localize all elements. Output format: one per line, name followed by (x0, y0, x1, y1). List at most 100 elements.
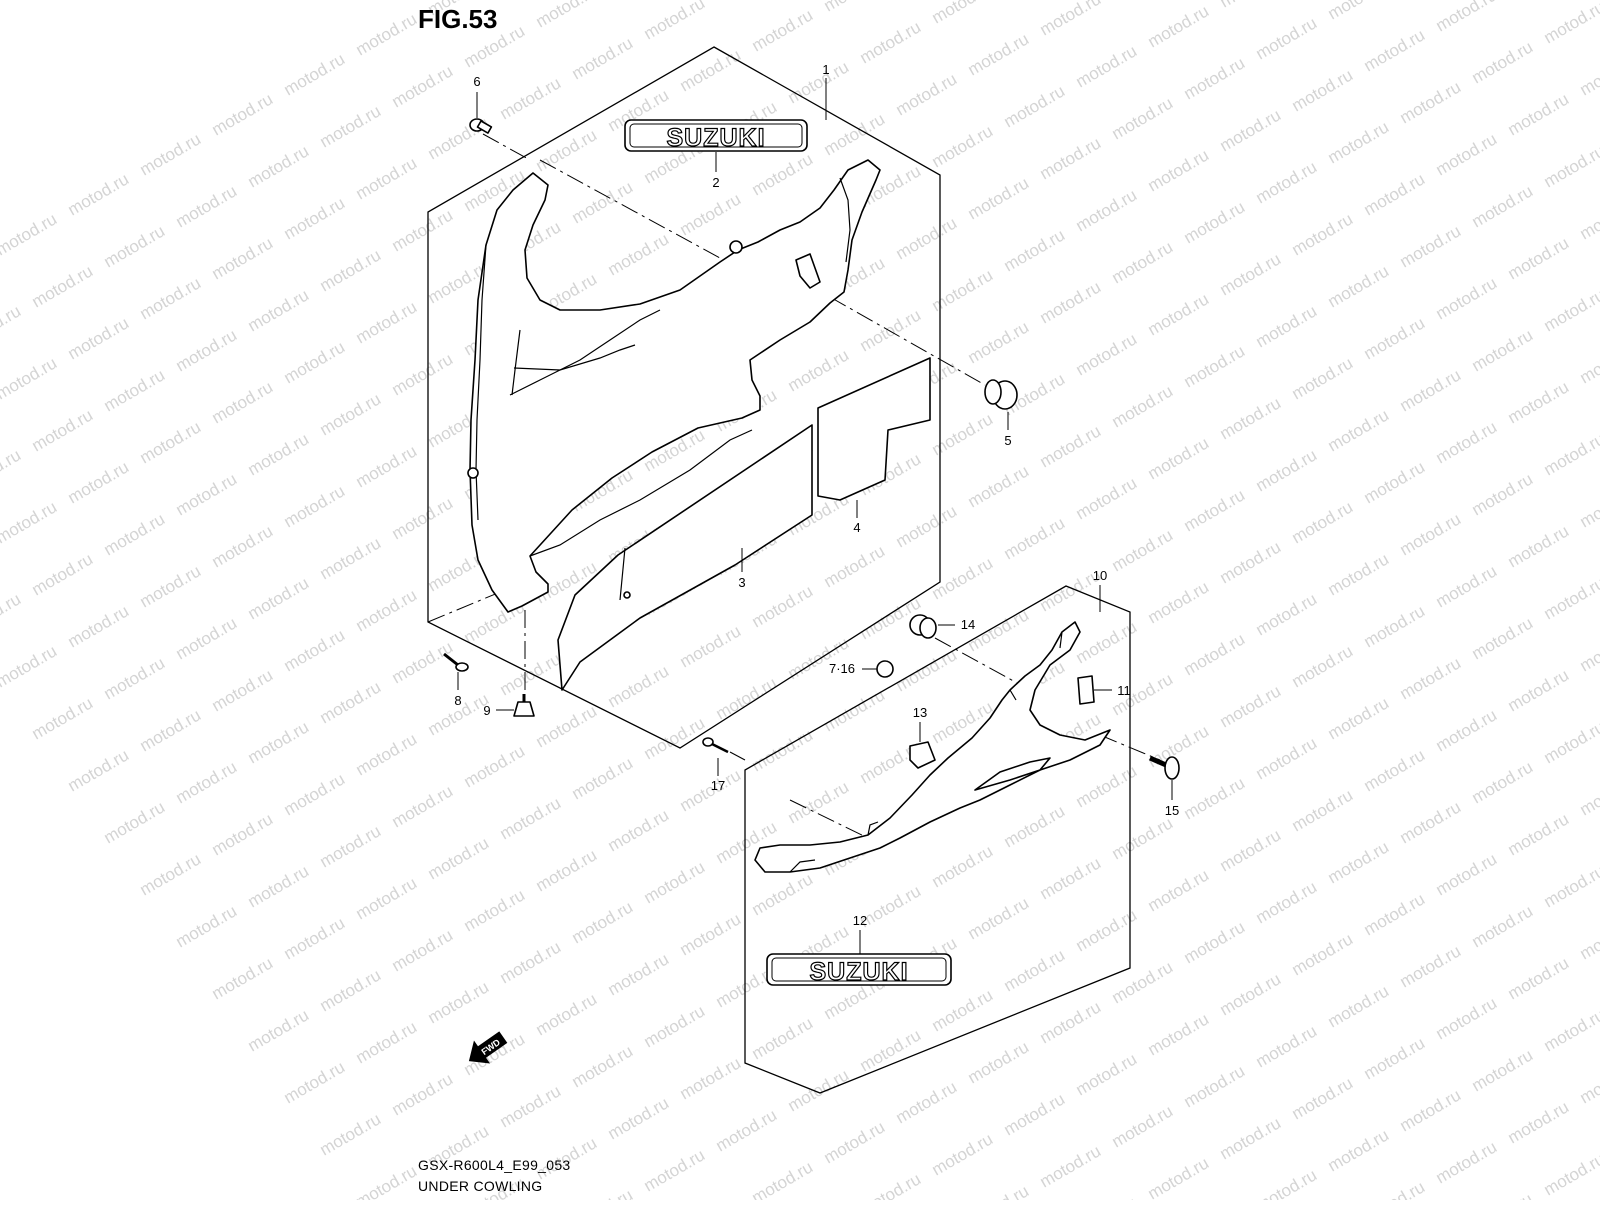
watermark-text: motod.ru (569, 1041, 637, 1091)
watermark-text: motod.ru (713, 1105, 781, 1155)
watermark-text: motod.ru (1433, 417, 1501, 467)
watermark-text: motod.ru (1181, 1061, 1249, 1111)
watermark-text: motod.ru (281, 193, 349, 243)
watermark-text: motod.ru (605, 229, 673, 279)
watermark-text: motod.ru (1361, 1177, 1429, 1200)
watermark-text: motod.ru (821, 685, 889, 735)
watermark-text: motod.ru (1253, 877, 1321, 927)
watermark-text: motod.ru (1253, 589, 1321, 639)
watermark-text: motod.ru (281, 913, 349, 963)
watermark-text: motod.ru (1253, 733, 1321, 783)
watermark-text: motod.ru (317, 245, 385, 295)
watermark-text: motod.ru (1181, 917, 1249, 967)
watermark-text: motod.ru (1361, 745, 1429, 795)
watermark-text: motod.ru (29, 549, 97, 599)
watermark-text: motod.ru (749, 1157, 817, 1200)
watermark-text: motod.ru (857, 17, 925, 67)
watermark-text: motod.ru (173, 757, 241, 807)
watermark-text: motod.ru (1253, 1021, 1321, 1071)
watermark-text: motod.ru (1073, 41, 1141, 91)
watermark-text: motod.ru (1469, 37, 1537, 87)
watermark-text: motod.ru (1397, 941, 1465, 991)
watermark-text: motod.ru (749, 149, 817, 199)
watermark-text: motod.ru (1433, 561, 1501, 611)
watermark-text: motod.ru (1289, 65, 1357, 115)
watermark-text: motod.ru (1577, 769, 1600, 819)
callout-13: 13 (913, 705, 927, 720)
watermark-text: motod.ru (965, 461, 1033, 511)
watermark-text: motod.ru (1541, 285, 1600, 335)
watermark-text: motod.ru (317, 101, 385, 151)
watermark-text: motod.ru (1073, 329, 1141, 379)
watermark-text: motod.ru (1505, 665, 1573, 715)
watermark-text: motod.ru (1469, 1189, 1537, 1200)
watermark-text: motod.ru (1433, 849, 1501, 899)
watermark-text: motod.ru (821, 541, 889, 591)
watermark-text: motod.ru (389, 205, 457, 255)
watermark-text: motod.ru (317, 533, 385, 583)
watermark-text: motod.ru (65, 169, 133, 219)
watermark-text: motod.ru (1217, 393, 1285, 443)
watermark-text: motod.ru (1325, 837, 1393, 887)
watermark-text: motod.ru (1109, 381, 1177, 431)
watermark-text: motod.ru (1073, 1193, 1141, 1200)
watermark-text: motod.ru (893, 1077, 961, 1127)
watermark-text: motod.ru (965, 893, 1033, 943)
watermark-text: motod.ru (1181, 341, 1249, 391)
watermark-text: motod.ru (1145, 433, 1213, 483)
watermark-text: motod.ru (1145, 577, 1213, 627)
watermark-text: motod.ru (1577, 49, 1600, 99)
watermark-text: motod.ru (497, 937, 565, 987)
watermark-text: motod.ru (821, 0, 889, 15)
watermark-text: motod.ru (569, 897, 637, 947)
watermark-text: motod.ru (1433, 273, 1501, 323)
watermark-text: motod.ru (173, 901, 241, 951)
watermark-text: motod.ru (1037, 997, 1105, 1047)
watermark-text: motod.ru (0, 353, 60, 403)
watermark-text: motod.ru (1541, 861, 1600, 911)
watermark-text: motod.ru (1469, 757, 1537, 807)
watermark-text: motod.ru (1361, 889, 1429, 939)
watermark-text: motod.ru (1037, 0, 1105, 39)
watermark-text: motod.ru (1577, 1057, 1600, 1107)
watermark-text: motod.ru (101, 797, 169, 847)
watermark-text: motod.ru (1541, 717, 1600, 767)
watermark-text: motod.ru (281, 481, 349, 531)
watermark-text: motod.ru (1469, 181, 1537, 231)
watermark-text: motod.ru (1541, 573, 1600, 623)
watermark-text: motod.ru (101, 509, 169, 559)
watermark-text: motod.ru (641, 1001, 709, 1051)
watermark-text: motod.ru (1109, 525, 1177, 575)
watermark-text: motod.ru (137, 417, 205, 467)
watermark-text: motod.ru (641, 713, 709, 763)
watermark-text: motod.ru (245, 285, 313, 335)
section-name: UNDER COWLING (418, 1178, 542, 1194)
callout-14: 14 (961, 617, 975, 632)
watermark-text: motod.ru (1289, 641, 1357, 691)
watermark-text: motod.ru (1289, 929, 1357, 979)
watermark-text: motod.ru (929, 985, 997, 1035)
watermark-text: motod.ru (1325, 0, 1393, 23)
watermark-text: motod.ru (353, 441, 421, 491)
suzuki-emblem-part-2: SUZUKI (625, 120, 807, 152)
watermark-text: motod.ru (245, 1005, 313, 1055)
watermark-text: motod.ru (1109, 813, 1177, 863)
watermark-text: motod.ru (209, 233, 277, 283)
watermark-text: motod.ru (1145, 865, 1213, 915)
watermark-text: motod.ru (1073, 473, 1141, 523)
watermark-text: motod.ru (893, 501, 961, 551)
watermark-text: motod.ru (65, 457, 133, 507)
watermark-text: motod.ru (1577, 481, 1600, 531)
watermark-text: motod.ru (1289, 1073, 1357, 1123)
watermark-text: motod.ru (1109, 957, 1177, 1007)
watermark-text: motod.ru (101, 365, 169, 415)
callout-12: 12 (853, 913, 867, 928)
watermark-text: motod.ru (929, 553, 997, 603)
watermark-text: motod.ru (893, 213, 961, 263)
watermark-text: motod.ru (101, 221, 169, 271)
watermark-text: motod.ru (173, 469, 241, 519)
nut-part-7-16 (862, 661, 893, 677)
watermark-text: motod.ru (1325, 981, 1393, 1031)
watermark-text: motod.ru (677, 621, 745, 671)
watermark-text: motod.ru (1145, 145, 1213, 195)
